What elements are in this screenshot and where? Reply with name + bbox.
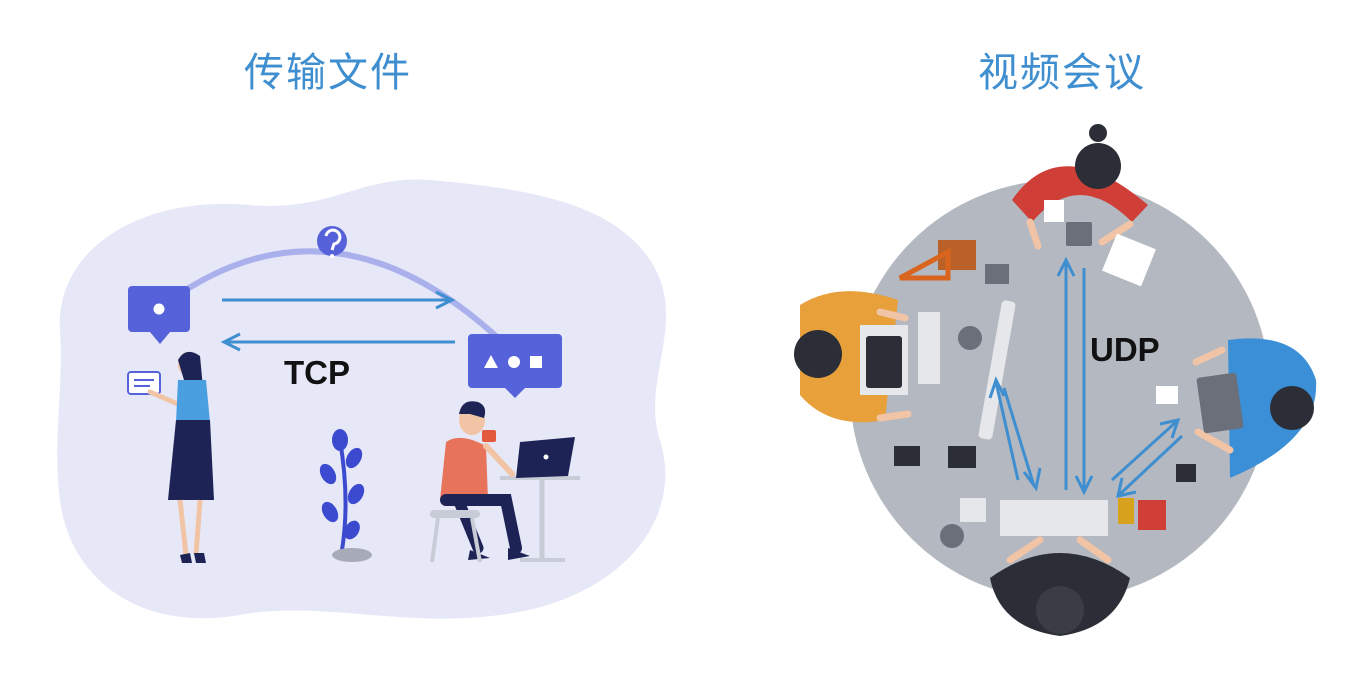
- udp-arrow-left-up: [994, 381, 1020, 481]
- udp-arrow-right-up: [1110, 420, 1178, 482]
- tcp-illustration: [57, 179, 667, 619]
- person-bottom: [940, 498, 1166, 636]
- woman-figure: [127, 351, 214, 563]
- person-left: [794, 291, 940, 423]
- paper-sheet: [1102, 233, 1156, 287]
- monitor: [894, 300, 1016, 468]
- udp-arrow-right-down: [1118, 434, 1184, 496]
- man-at-desk: [430, 401, 580, 563]
- tcp-label: TCP: [284, 354, 350, 391]
- coffee-cup: [958, 326, 982, 350]
- plant: [319, 429, 372, 562]
- meeting-table: [850, 180, 1270, 600]
- udp-illustration: [794, 124, 1317, 636]
- video-meeting-title: 视频会议: [978, 50, 1146, 96]
- question-icon: [317, 226, 347, 258]
- file-transfer-title: 传输文件: [244, 50, 412, 96]
- tcp-arrows: [220, 290, 456, 352]
- udp-label: UDP: [1090, 331, 1160, 368]
- stationery: [898, 240, 1009, 284]
- sender-bubble: [128, 286, 190, 344]
- receiver-bubble: [468, 334, 562, 398]
- udp-arrows: [988, 256, 1184, 498]
- person-right: [1156, 338, 1317, 482]
- person-top: [1012, 124, 1148, 250]
- udp-arrow-left-down: [1002, 387, 1036, 487]
